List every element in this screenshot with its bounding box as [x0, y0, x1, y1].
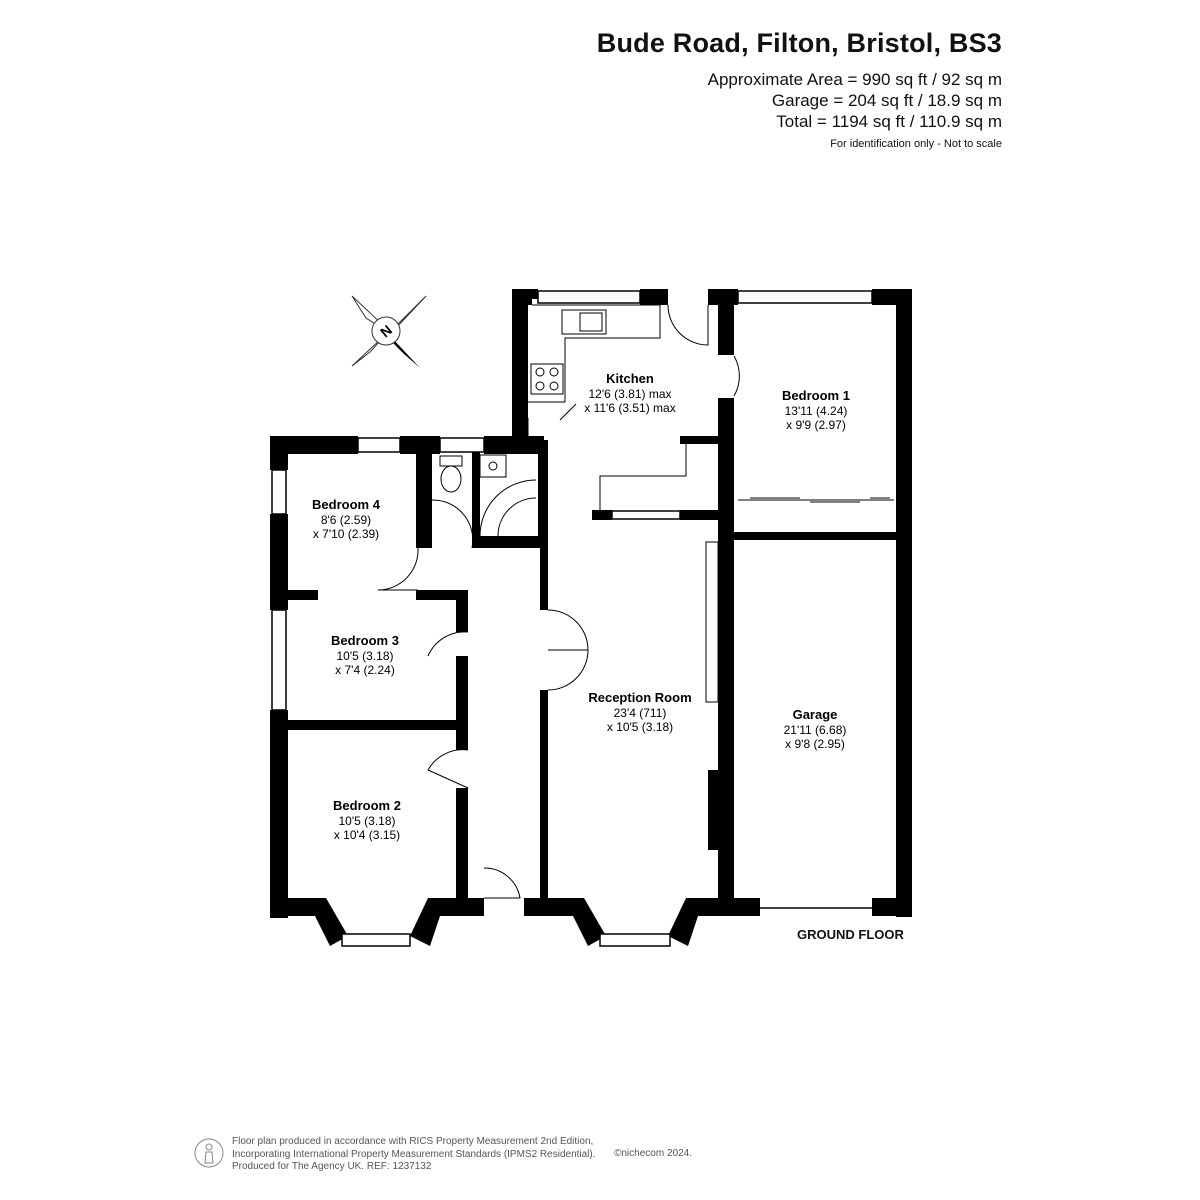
property-title: Bude Road, Filton, Bristol, BS3 — [596, 28, 1002, 58]
bedroom3-label: Bedroom 3 — [331, 633, 399, 648]
bedroom1-dim1: 13'11 (4.24) — [785, 404, 848, 418]
bedroom1-label: Bedroom 1 — [782, 388, 850, 403]
footer-copyright: ©nichecom 2024. — [614, 1148, 692, 1159]
bedroom2-dim1: 10'5 (3.18) — [339, 814, 396, 828]
bedroom2-dim2: x 10'4 (3.15) — [334, 828, 400, 842]
bedroom3-dim1: 10'5 (3.18) — [337, 649, 394, 663]
footer-line3: Produced for The Agency UK. REF: 1237132 — [232, 1161, 432, 1172]
header: Bude Road, Filton, Bristol, BS3 Approxim… — [597, 28, 1002, 150]
compass-icon: N — [351, 295, 427, 368]
reception-cabinet — [705, 541, 719, 703]
garage-area: Garage = 204 sq ft / 18.9 sq m — [771, 91, 1002, 110]
bedroom3-dim2: x 7'4 (2.24) — [335, 663, 395, 677]
windows — [271, 290, 873, 947]
walls — [270, 289, 912, 946]
footer-line1: Floor plan produced in accordance with R… — [232, 1136, 594, 1147]
bedroom2-label: Bedroom 2 — [333, 798, 401, 813]
reception-label: Reception Room — [588, 690, 691, 705]
garage-dim1: 21'11 (6.68) — [784, 723, 847, 737]
scale-note: For identification only - Not to scale — [830, 138, 1002, 150]
bedroom4-dim2: x 7'10 (2.39) — [313, 527, 379, 541]
reception-dim2: x 10'5 (3.18) — [607, 720, 673, 734]
kitchen-dim2: x 11'6 (3.51) max — [584, 401, 675, 415]
footer-line2: Incorporating International Property Mea… — [232, 1148, 596, 1160]
reception-dim1: 23'4 (711) — [614, 706, 667, 720]
kitchen-label: Kitchen — [606, 371, 654, 386]
bedroom4-dim1: 8'6 (2.59) — [321, 513, 371, 527]
kitchen-dim1: 12'6 (3.81) max — [589, 387, 672, 401]
wardrobe — [738, 497, 894, 503]
floor-label: GROUND FLOOR — [797, 927, 904, 942]
garage-label: Garage — [793, 707, 838, 722]
footer: Floor plan produced in accordance with R… — [232, 1136, 596, 1174]
kitchen-fittings — [528, 304, 687, 510]
bathroom-fittings — [439, 454, 537, 537]
approx-area: Approximate Area = 990 sq ft / 92 sq m — [707, 70, 1002, 89]
bedroom4-label: Bedroom 4 — [312, 497, 381, 512]
rics-logo-icon — [194, 1138, 224, 1168]
doors — [377, 304, 740, 899]
garage-dim2: x 9'8 (2.95) — [785, 737, 845, 751]
total-area: Total = 1194 sq ft / 110.9 sq m — [776, 112, 1002, 131]
bedroom1-dim2: x 9'9 (2.97) — [786, 418, 846, 432]
